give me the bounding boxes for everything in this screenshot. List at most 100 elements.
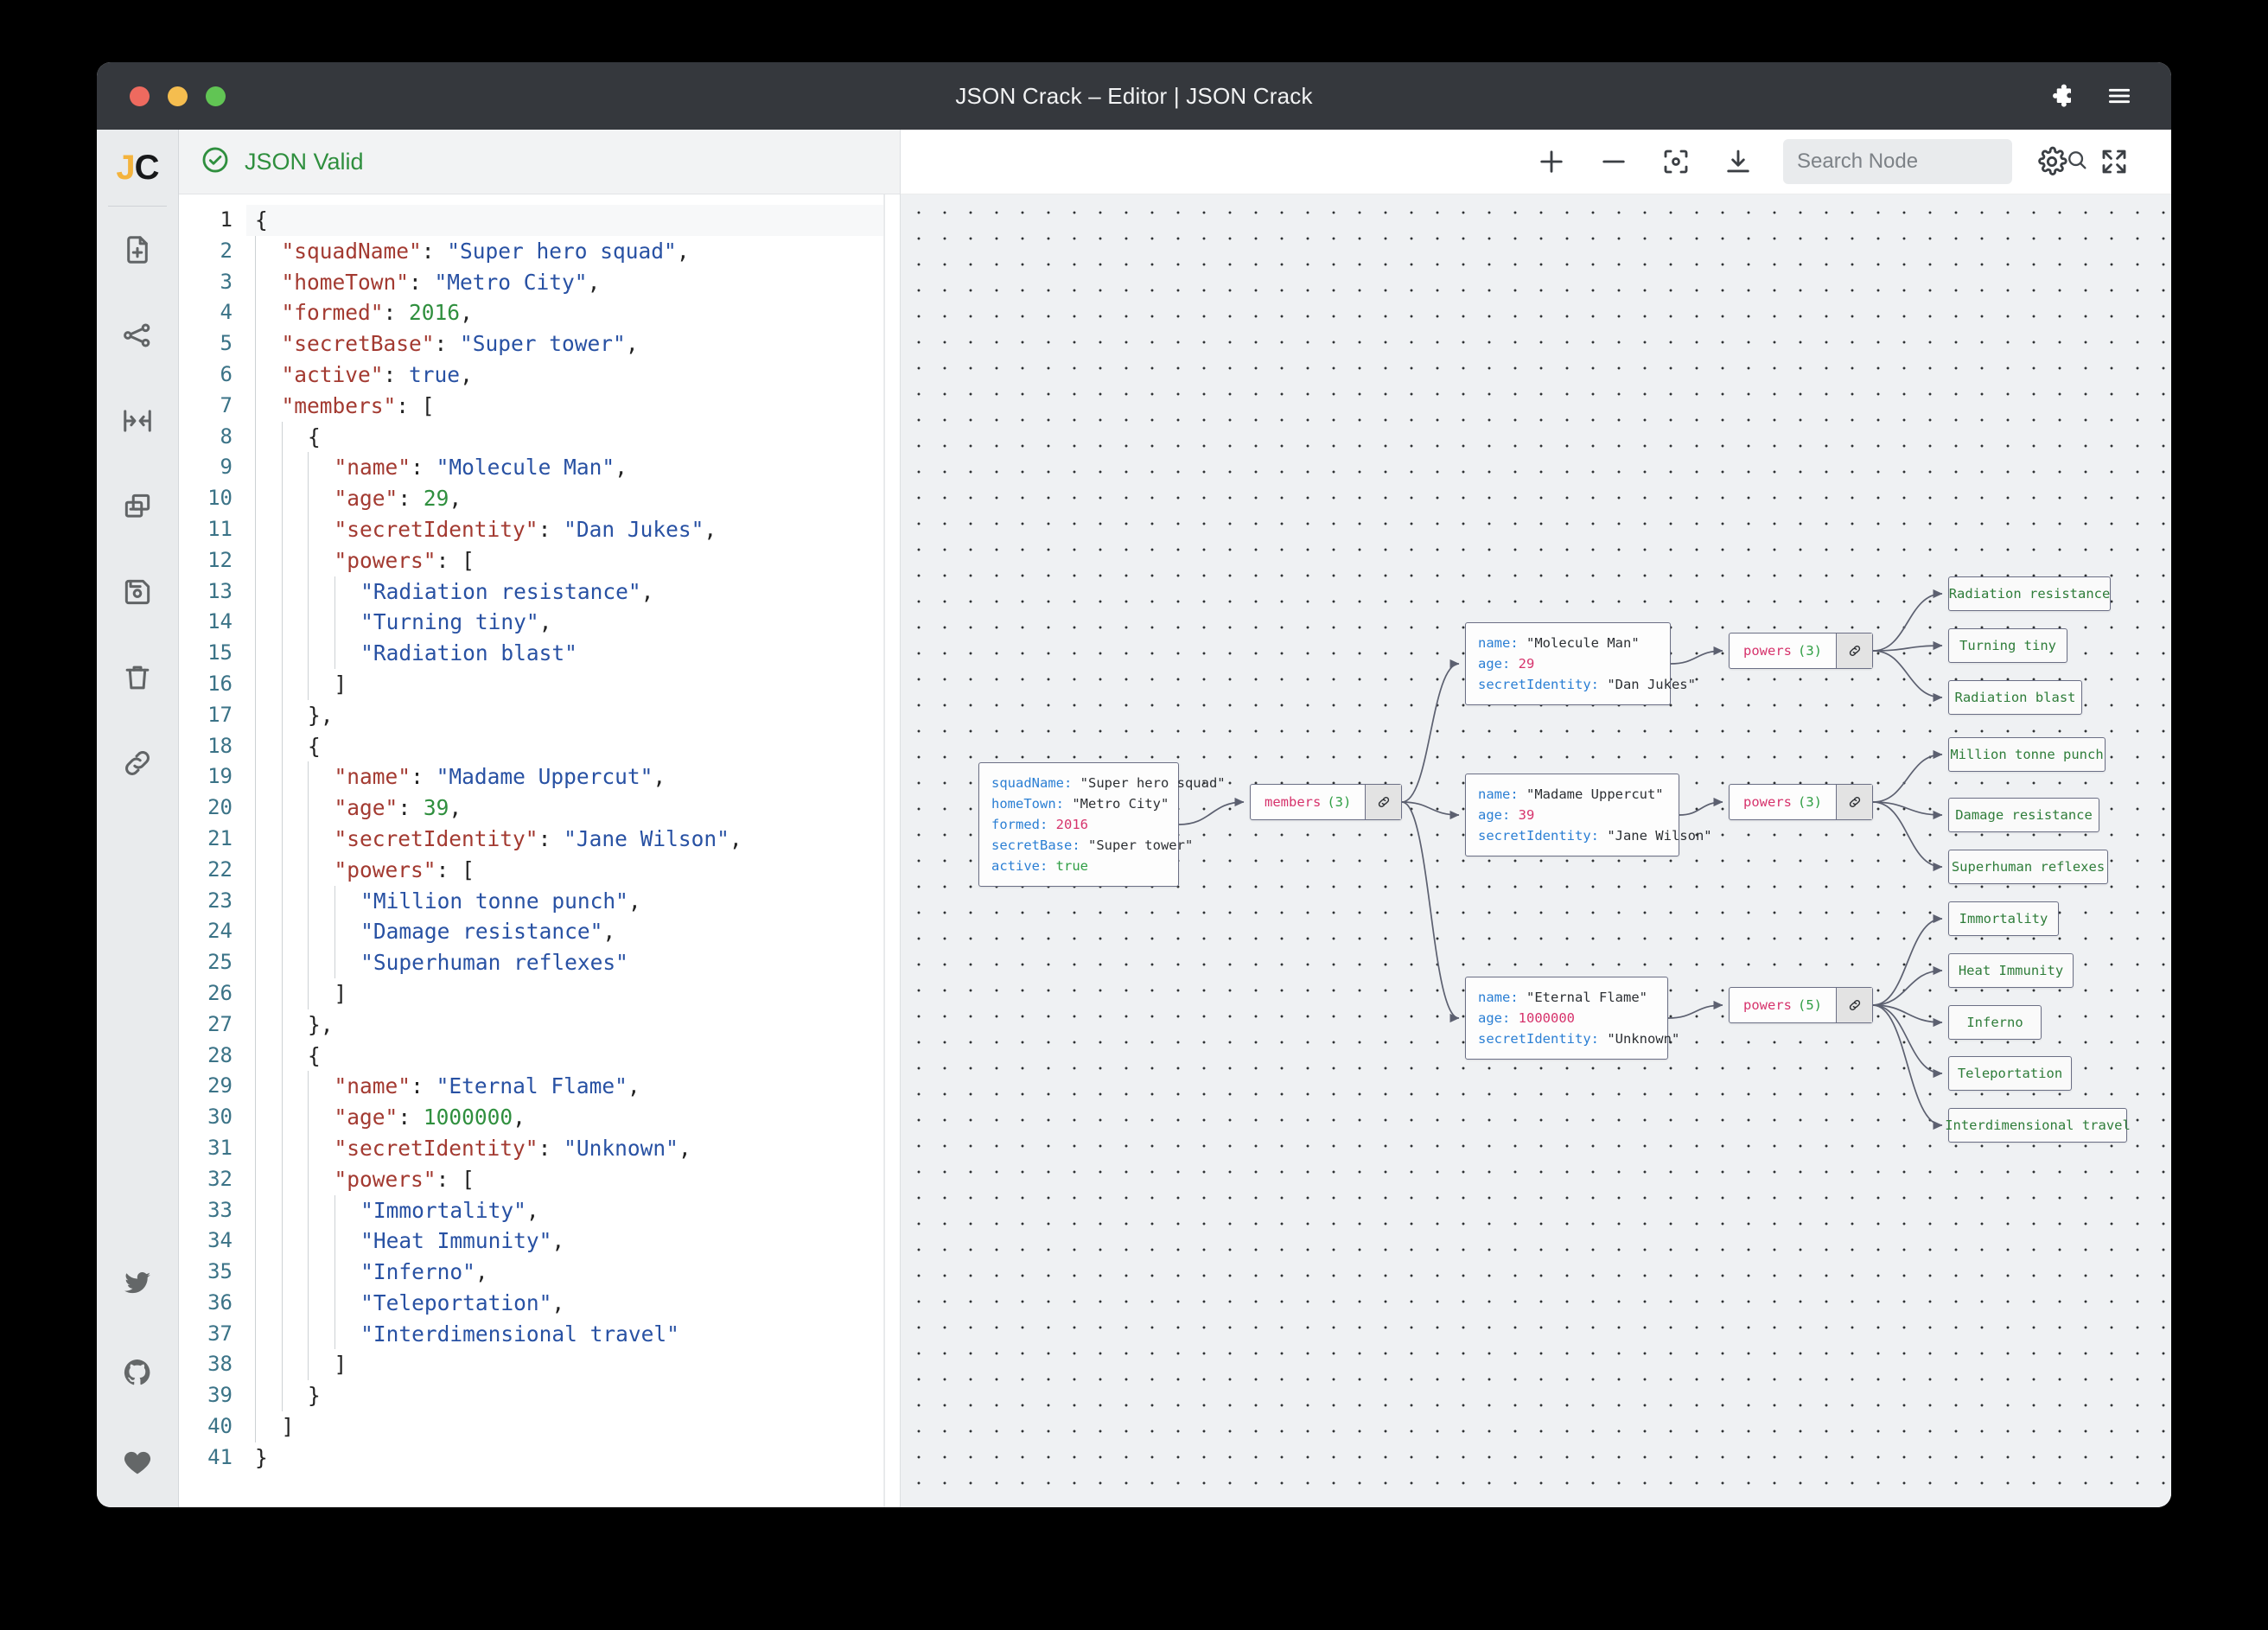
code-line[interactable]: "secretIdentity": "Unknown", [246, 1132, 900, 1164]
code-line[interactable]: "secretIdentity": "Jane Wilson", [246, 823, 900, 855]
code-line[interactable]: "name": "Eternal Flame", [246, 1071, 900, 1103]
node-leaf-damage-resistance[interactable]: Damage resistance [1948, 798, 2099, 832]
code-line[interactable]: "Teleportation", [246, 1287, 900, 1319]
code-line[interactable]: ] [246, 977, 900, 1009]
node-leaf-heat-immunity[interactable]: Heat Immunity [1948, 953, 2074, 988]
graph-canvas[interactable]: squadName: "Super hero squad"homeTown: "… [901, 194, 2171, 1507]
save-icon[interactable] [97, 549, 179, 634]
code-token: { [308, 733, 321, 759]
code-line[interactable]: }, [246, 699, 900, 731]
code-line[interactable]: "Radiation blast" [246, 638, 900, 669]
minimize-window-button[interactable] [168, 86, 188, 106]
code-line[interactable]: "secretBase": "Super tower", [246, 328, 900, 360]
collapse-arrows-icon[interactable] [97, 378, 179, 463]
new-file-icon[interactable] [97, 207, 179, 292]
code-line[interactable]: "Interdimensional travel" [246, 1318, 900, 1350]
code-line[interactable]: "homeTown": "Metro City", [246, 266, 900, 298]
editor-minimap[interactable] [884, 194, 900, 1507]
line-number: 16 [207, 671, 233, 696]
code-line[interactable]: "age": 1000000, [246, 1102, 900, 1133]
code-line[interactable]: "secretIdentity": "Dan Jukes", [246, 513, 900, 545]
gear-icon[interactable] [2021, 136, 2083, 188]
node-members[interactable]: members(3) [1250, 784, 1403, 820]
node-leaf-superhuman-reflexes[interactable]: Superhuman reflexes [1948, 850, 2108, 884]
code-line[interactable]: "Turning tiny", [246, 607, 900, 639]
line-number: 38 [207, 1352, 233, 1377]
node-leaf-turning-tiny[interactable]: Turning tiny [1948, 628, 2067, 663]
share-graph-icon[interactable] [97, 292, 179, 378]
code-line[interactable]: "Radiation resistance", [246, 576, 900, 608]
puzzle-piece-icon[interactable] [2048, 82, 2076, 110]
code-line[interactable]: ] [246, 1411, 900, 1442]
link-icon[interactable] [1836, 785, 1872, 819]
node-powers-eternal-flame[interactable]: powers(5) [1729, 987, 1873, 1023]
code-line[interactable]: { [246, 205, 900, 236]
node-leaf-radiation-blast[interactable]: Radiation blast [1948, 680, 2082, 715]
node-powers-madame-uppercut[interactable]: powers(3) [1729, 784, 1873, 820]
code-line[interactable]: "members": [ [246, 390, 900, 422]
code-line[interactable]: } [246, 1442, 900, 1474]
code-line[interactable]: } [246, 1380, 900, 1412]
duplicate-icon[interactable] [97, 463, 179, 549]
code-line[interactable]: { [246, 421, 900, 453]
heart-icon[interactable] [97, 1417, 179, 1507]
indent-guide [255, 668, 282, 700]
code-line[interactable]: "age": 29, [246, 483, 900, 514]
twitter-icon[interactable] [97, 1238, 179, 1328]
search-input[interactable] [1797, 150, 2065, 174]
code-content[interactable]: { "squadName": "Super hero squad", "home… [246, 194, 900, 1507]
code-line[interactable]: "powers": [ [246, 854, 900, 886]
code-line[interactable]: { [246, 730, 900, 762]
code-line[interactable]: "Superhuman reflexes" [246, 947, 900, 978]
indent-guide [281, 885, 309, 917]
minus-icon[interactable] [1583, 136, 1645, 188]
search-icon[interactable] [2065, 148, 2089, 176]
hamburger-menu-icon[interactable] [2106, 82, 2133, 110]
node-leaf-interdimensional-travel[interactable]: Interdimensional travel [1945, 1108, 2131, 1143]
code-line[interactable]: "Heat Immunity", [246, 1226, 900, 1258]
close-window-button[interactable] [130, 86, 150, 106]
code-line[interactable]: "powers": [ [246, 544, 900, 576]
code-line[interactable]: "Immortality", [246, 1194, 900, 1226]
node-leaf-inferno[interactable]: Inferno [1948, 1005, 2042, 1040]
center-view-icon[interactable] [1645, 136, 1707, 188]
link-icon[interactable] [97, 720, 179, 805]
github-icon[interactable] [97, 1328, 179, 1417]
code-line[interactable]: "name": "Madame Uppercut", [246, 761, 900, 793]
link-icon[interactable] [1836, 988, 1872, 1022]
code-line[interactable]: ] [246, 1349, 900, 1381]
search-node-box[interactable] [1783, 139, 2086, 184]
plus-icon[interactable] [1520, 136, 1583, 188]
node-powers-molecule-man[interactable]: powers(3) [1729, 633, 1873, 669]
fullscreen-icon[interactable] [2083, 136, 2145, 188]
code-line[interactable]: "Damage resistance", [246, 916, 900, 948]
code-line[interactable]: "name": "Molecule Man", [246, 452, 900, 484]
code-line[interactable]: ] [246, 668, 900, 700]
maximize-window-button[interactable] [206, 86, 226, 106]
link-icon[interactable] [1836, 634, 1872, 668]
code-line[interactable]: "formed": 2016, [246, 297, 900, 329]
code-line[interactable]: "Million tonne punch", [246, 885, 900, 917]
node-leaf-radiation-resistance[interactable]: Radiation resistance [1948, 576, 2111, 611]
trash-icon[interactable] [97, 634, 179, 720]
node-leaf-million-tonne-punch[interactable]: Million tonne punch [1948, 737, 2106, 772]
download-icon[interactable] [1707, 136, 1769, 188]
code-line[interactable]: { [246, 1040, 900, 1072]
node-leaf-teleportation[interactable]: Teleportation [1948, 1056, 2072, 1091]
code-line[interactable]: "squadName": "Super hero squad", [246, 235, 900, 267]
code-token: "Immortality" [360, 1197, 526, 1223]
code-line[interactable]: }, [246, 1009, 900, 1041]
code-line[interactable]: "Inferno", [246, 1257, 900, 1288]
link-icon[interactable] [1365, 785, 1402, 819]
code-line[interactable]: "active": true, [246, 359, 900, 391]
code-line[interactable]: "age": 39, [246, 793, 900, 824]
node-root[interactable]: squadName: "Super hero squad"homeTown: "… [978, 762, 1226, 887]
code-line[interactable]: "powers": [ [246, 1163, 900, 1195]
node-leaf-immortality[interactable]: Immortality [1948, 901, 2059, 936]
indent-guide [281, 544, 309, 576]
